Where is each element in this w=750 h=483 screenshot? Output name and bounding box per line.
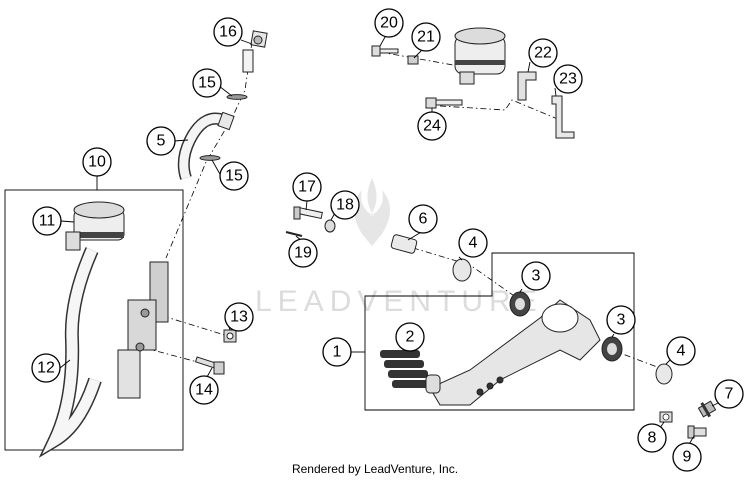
svg-text:1: 1 [333, 344, 342, 361]
reservoir-part-11 [65, 201, 125, 251]
svg-text:10: 10 [88, 154, 106, 171]
svg-text:12: 12 [37, 360, 55, 377]
nut-part-13 [223, 329, 237, 343]
bolt-part-20 [371, 45, 399, 57]
pin-part-17 [293, 206, 323, 220]
callout-19: 19 [288, 238, 318, 268]
callout-23: 23 [553, 64, 583, 94]
washer-part-4-lower [655, 363, 673, 385]
svg-text:11: 11 [39, 213, 56, 230]
callout-4-lower: 4 [666, 336, 696, 366]
watermark-text: LEADVENTURE [255, 285, 543, 318]
bearing-part-3-upper [509, 291, 531, 317]
washer-part-4-upper [452, 258, 472, 282]
callout-3-lower: 3 [606, 305, 636, 335]
svg-text:5: 5 [157, 133, 166, 150]
bracket-part-23 [551, 95, 575, 139]
callout-8: 8 [637, 423, 667, 453]
callout-15-lower: 15 [219, 161, 249, 191]
return-spring-part-2 [380, 350, 432, 388]
bolt-part-14 [194, 356, 225, 375]
nut-part-8 [659, 411, 673, 423]
callout-13: 13 [224, 302, 254, 332]
callout-16: 16 [213, 17, 243, 47]
callout-24: 24 [417, 111, 447, 141]
callout-14: 14 [189, 375, 219, 405]
svg-text:8: 8 [648, 430, 657, 447]
svg-text:23: 23 [559, 71, 577, 88]
bearing-part-3-lower [601, 336, 623, 362]
svg-text:15: 15 [198, 75, 216, 92]
bushing-part-6 [390, 234, 418, 254]
adjuster-part-7 [697, 400, 717, 418]
callout-5: 5 [146, 126, 176, 156]
sealing-ring-15-upper [226, 94, 248, 100]
callout-21: 21 [411, 22, 441, 52]
brake-line-axis [165, 41, 253, 259]
reservoir-axis [379, 51, 471, 69]
svg-text:19: 19 [294, 245, 312, 262]
reservoir-part-rear [454, 27, 506, 85]
svg-text:4: 4 [677, 343, 686, 360]
svg-text:6: 6 [419, 211, 428, 228]
svg-text:20: 20 [380, 15, 398, 32]
brake-pedal-arm [425, 299, 601, 406]
svg-text:18: 18 [336, 197, 354, 214]
callout-1: 1 [322, 337, 352, 367]
master-cylinder-body [117, 261, 169, 399]
svg-text:3: 3 [532, 268, 541, 285]
svg-text:4: 4 [469, 235, 478, 252]
callout-11: 11 [32, 206, 62, 236]
callout-7: 7 [714, 379, 744, 409]
svg-text:22: 22 [534, 45, 552, 62]
callout-3-upper: 3 [521, 261, 551, 291]
svg-text:7: 7 [725, 386, 734, 403]
callout-18: 18 [330, 190, 360, 220]
svg-text:21: 21 [417, 29, 435, 46]
svg-text:15: 15 [225, 168, 243, 185]
svg-text:17: 17 [298, 179, 316, 196]
master-cylinder-group-box [4, 189, 184, 451]
svg-text:16: 16 [219, 24, 237, 41]
callout-15-upper: 15 [192, 68, 222, 98]
sealing-ring-15-lower [199, 155, 221, 161]
washer-part-18 [324, 219, 336, 233]
screw-part-9 [687, 425, 707, 439]
watermark-flame-icon [354, 178, 390, 246]
svg-text:9: 9 [683, 449, 692, 466]
spacer-part-21 [407, 55, 419, 65]
svg-text:13: 13 [230, 309, 248, 326]
callout-2: 2 [395, 322, 425, 352]
banjo-fitting-part [242, 30, 268, 73]
leader-lines [59, 29, 719, 447]
callout-10: 10 [82, 147, 112, 177]
callout-17: 17 [292, 172, 322, 202]
watermark: LEADVENTURE [255, 178, 543, 318]
callout-9: 9 [672, 442, 702, 472]
cotter-pin-part-19 [285, 231, 303, 237]
svg-text:3: 3 [617, 312, 626, 329]
bolt-part-24 [425, 97, 463, 109]
callout-12: 12 [31, 353, 61, 383]
callout-6: 6 [408, 204, 438, 234]
callout-22: 22 [528, 38, 558, 68]
callout-4-upper: 4 [458, 228, 488, 258]
svg-text:24: 24 [423, 118, 441, 135]
brake-hose-part [177, 111, 235, 180]
svg-text:14: 14 [195, 382, 213, 399]
credit-text: Rendered by LeadVenture, Inc. [291, 462, 459, 476]
brake-pedal-group-box [364, 252, 635, 411]
bracket-part-22 [517, 71, 537, 101]
bracket-axis [439, 99, 561, 121]
reservoir-hose-part-12 [38, 247, 102, 458]
svg-text:2: 2 [406, 329, 415, 346]
callout-20: 20 [374, 8, 404, 38]
